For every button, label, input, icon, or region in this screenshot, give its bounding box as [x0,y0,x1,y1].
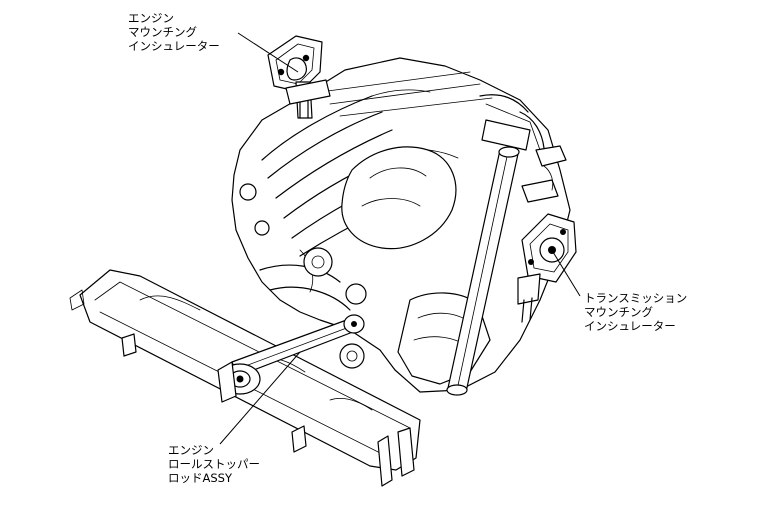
drive-shaft [446,119,531,396]
engine-mount-label-line-3: インシュレーター [128,39,220,53]
roll-stopper-label-line-3: ロッドASSY [168,471,232,485]
engine-mounting-insulator [267,35,331,119]
leader-lines [219,32,581,445]
roll-stopper-label: エンジン ロールストッパー ロッドASSY [168,443,260,485]
transmission-mount-label-line-2: マウンチング [584,305,653,319]
leader-roll-stopper [219,351,301,445]
engine-mount-label-line-2: マウンチング [128,25,197,39]
roll-stopper-label-line-2: ロールストッパー [168,457,260,471]
transmission-mount-label: トランスミッション マウンチング インシュレーター [584,291,687,333]
engine-mount-label: エンジン マウンチング インシュレーター [128,11,220,53]
transmission-mount-label-line-3: インシュレーター [584,319,676,333]
transmission-mount-label-line-1: トランスミッション [584,291,688,305]
roll-stopper-label-line-1: エンジン [168,443,214,457]
transmission-mounting-insulator [517,213,577,323]
engine-roll-stopper-rod [217,314,365,403]
leader-transmission-mount [552,251,581,297]
engine-block [231,57,571,393]
engine-mount-label-line-1: エンジン [128,11,174,25]
leader-engine-mount [237,32,299,73]
